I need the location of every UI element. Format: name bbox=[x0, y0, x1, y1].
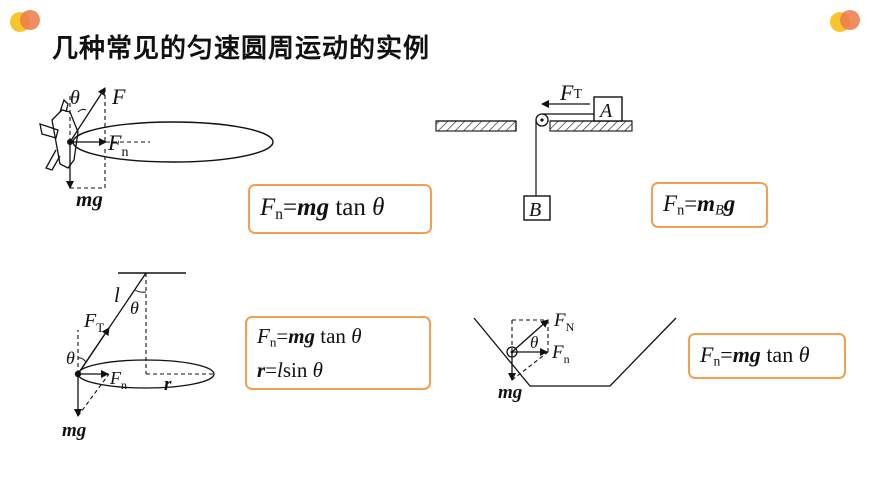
label-tension: FT bbox=[83, 310, 104, 335]
label-force-f: F bbox=[111, 84, 126, 109]
decoration-dots-right bbox=[830, 10, 860, 34]
label-fn: Fn bbox=[551, 342, 570, 366]
label-mg: mg bbox=[62, 420, 86, 441]
label-length: l bbox=[114, 283, 120, 307]
label-mg: mg bbox=[76, 187, 103, 211]
slide-title: 几种常见的匀速圆周运动的实例 bbox=[52, 34, 431, 64]
label-radius: r bbox=[164, 374, 172, 395]
formula-box-pulley: Fn=mBg bbox=[651, 182, 768, 228]
formula-box-funnel: Fn=mg tan θ bbox=[688, 333, 846, 379]
block-b bbox=[523, 195, 551, 221]
formula-box-airplane: Fn=mg tan θ bbox=[248, 184, 432, 234]
table-left bbox=[435, 120, 517, 132]
airplane-icon bbox=[39, 98, 79, 171]
label-tension: FT bbox=[559, 80, 582, 105]
funnel-wall bbox=[473, 317, 677, 387]
label-fn: Fn bbox=[107, 130, 128, 160]
block-a bbox=[593, 96, 623, 122]
label-theta: θ bbox=[530, 333, 538, 352]
label-theta: θ bbox=[70, 87, 80, 109]
diagram-pulley: A FT B bbox=[435, 80, 633, 221]
formula-box-conical-pendulum: Fn=mg tan θ r=lsin θ bbox=[245, 316, 431, 390]
diagram-funnel: FN θ Fn mg bbox=[473, 310, 677, 403]
label-mg: mg bbox=[498, 382, 522, 403]
diagram-airplane: θ F Fn mg bbox=[39, 84, 274, 211]
label-theta-top: θ bbox=[130, 298, 139, 318]
label-fn: Fn bbox=[109, 368, 127, 392]
table-right bbox=[549, 120, 633, 132]
decoration-dots-left bbox=[10, 10, 40, 34]
label-block-b: B bbox=[529, 199, 541, 221]
label-block-a: A bbox=[598, 100, 613, 122]
diagram-conical-pendulum: FT l θ θ Fn r mg bbox=[62, 272, 215, 441]
label-normal-force: FN bbox=[553, 310, 575, 334]
label-theta-left: θ bbox=[66, 348, 75, 368]
